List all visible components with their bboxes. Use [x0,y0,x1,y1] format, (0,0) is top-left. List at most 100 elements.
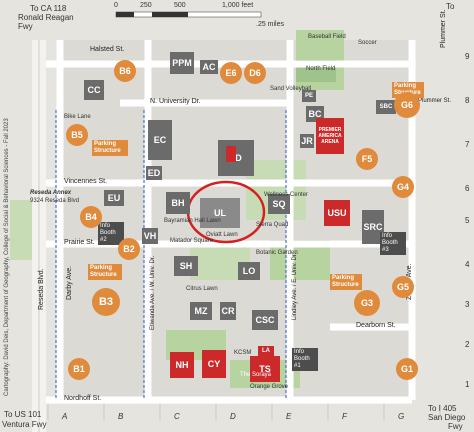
scale-0: 0 [114,2,118,9]
row-3: 3 [465,300,470,309]
orange-grove: Orange Grove [250,384,289,390]
building-ul[interactable]: UL [200,198,240,228]
scale-1000: 1,000 feet [222,2,254,9]
reseda-annex: Reseda Annex [30,190,72,196]
lot-e6[interactable]: E6 [220,62,242,84]
fwy-top: Fwy [18,22,33,31]
row-5: 5 [465,216,470,225]
parking-structure-b3[interactable]: Parking Structure [88,264,122,280]
col-g: G [398,412,405,421]
scale-250: 250 [140,2,152,9]
street-n-university: N. University Dr. [150,98,201,105]
wellness-center: Wellness Center [264,192,308,198]
street-darby: Darby Ave. [66,265,73,300]
scale-miles: .25 miles [256,21,285,28]
building-jd-red [226,146,236,162]
sierra-quad: Sierra Quad [256,222,289,228]
street-etiwanda: Etiwanda Ave. / W. Univ. Dr. [150,255,156,330]
to-i405: To I 405 [428,404,457,413]
lot-g6[interactable]: G6 [394,92,420,118]
row-7: 7 [465,140,470,149]
col-c: C [174,412,180,421]
building-ppm[interactable]: PPM [170,52,194,74]
lot-g4[interactable]: G4 [392,176,414,198]
oviatt-lawn: Oviatt Lawn [206,232,238,238]
col-d: D [230,412,236,421]
building-arena[interactable]: PREMIER AMERICA ARENA [316,118,344,154]
info-booth-2[interactable]: Info Booth #2 [98,222,124,245]
building-vh[interactable]: VH [142,228,158,244]
row-6: 6 [465,184,470,193]
building-kcsm: KCSM [234,350,252,356]
col-a: A [62,412,68,421]
building-src[interactable]: SRC [362,210,384,244]
street-vincennes: Vincennes St. [64,178,108,185]
plummer-top: Plummer St. [440,9,447,48]
building-jr[interactable]: JR [300,134,314,148]
sand-volleyball: Sand Volleyball [270,86,312,92]
building-ts[interactable]: TS [250,356,280,382]
ventura-fwy: Ventura Fwy [2,420,47,429]
building-sq[interactable]: SQ [268,194,290,214]
row-9: 9 [465,52,470,61]
info-booth-1[interactable]: Info Booth #1 [292,348,318,371]
matador-square: Matador Square [170,238,214,244]
lot-b4[interactable]: B4 [80,206,102,228]
building-csc[interactable]: CSC [252,310,278,330]
north-field: North Field [306,66,336,72]
street-lindley: Lindley Ave. / E. Univ. Dr. [292,252,298,320]
ronald-reagan: Ronald Reagan [18,13,74,22]
bike-lane-label: Bike Lane [64,114,91,120]
lot-f5[interactable]: F5 [356,148,378,170]
street-prairie: Prairie St. [64,239,95,246]
street-dearborn: Dearborn St. [356,322,396,329]
building-ed[interactable]: ED [146,166,162,180]
street-reseda: Reseda Blvd. [38,268,45,310]
row-1: 1 [465,380,470,389]
building-eu[interactable]: EU [104,190,124,206]
lot-b1[interactable]: B1 [68,358,90,380]
building-mz[interactable]: MZ [190,302,212,320]
building-ac[interactable]: AC [200,60,218,74]
building-bh[interactable]: BH [166,192,190,214]
info-booth-3[interactable]: Info Booth #3 [380,232,406,255]
cartography-credit: Cartography: David Deis, Department of G… [4,118,10,396]
citrus-lawn: Citrus Lawn [186,286,218,292]
building-usu[interactable]: USU [324,200,350,226]
lot-g1[interactable]: G1 [396,358,418,380]
col-f: F [342,412,347,421]
building-jd[interactable]: JD [218,140,254,176]
building-sbc[interactable]: SBC [376,100,396,114]
bayramian-lawn: Bayramian Hall Lawn [164,218,221,224]
row-4: 4 [465,260,470,269]
parking-structure-b5[interactable]: Parking Structure [92,140,128,156]
to-ca118: To CA 118 [30,4,67,13]
soccer-field: Soccer [358,40,377,46]
building-cc[interactable]: CC [84,80,104,100]
lot-g5[interactable]: G5 [392,276,414,298]
lot-b6[interactable]: B6 [114,60,136,82]
building-nh[interactable]: NH [170,352,194,378]
lot-d6[interactable]: D6 [244,62,266,84]
lot-b3[interactable]: B3 [92,288,120,316]
lot-b2[interactable]: B2 [118,238,140,260]
building-cr[interactable]: CR [220,302,236,320]
street-halsted: Halsted St. [90,46,125,53]
building-sh[interactable]: SH [174,256,198,276]
arena-label: PREMIER AMERICA ARENA [318,127,342,145]
to-us101: To US 101 [4,410,42,419]
to-right: To [446,2,455,11]
lot-b5[interactable]: B5 [66,124,88,146]
building-la[interactable]: LA [258,346,274,356]
row-2: 2 [465,340,470,349]
building-ec[interactable]: EC [148,120,172,160]
building-lo[interactable]: LO [238,262,260,280]
reseda-annex-addr: 9324 Reseda Blvd [30,198,80,204]
parking-structure-g3[interactable]: Parking Structure [330,274,362,290]
building-cy[interactable]: CY [202,350,226,378]
lot-g3[interactable]: G3 [354,290,380,316]
fwy-bottom: Fwy [448,422,463,431]
baseball-field: Baseball Field [308,34,346,40]
building-pe[interactable]: PE [302,90,316,102]
the-soraya: The Soraya [240,372,272,378]
